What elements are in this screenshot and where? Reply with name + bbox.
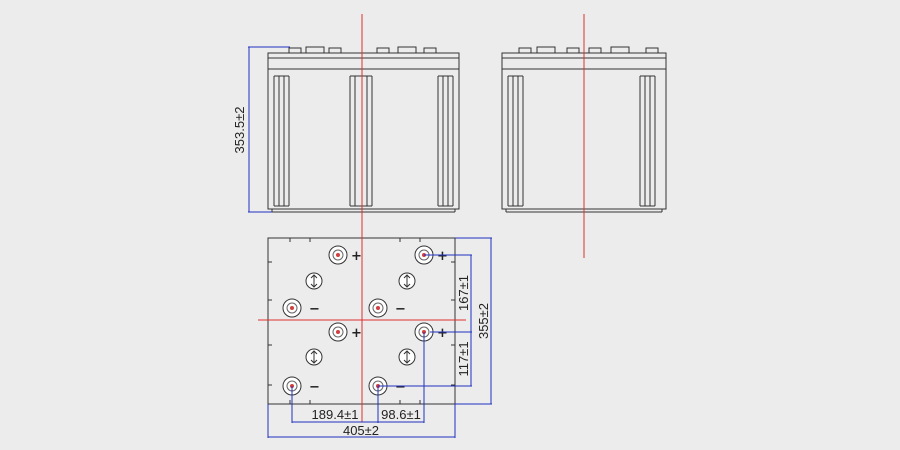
side-terminal-bump (536, 46, 556, 54)
height-dimension-label: 353.5±2 (232, 107, 247, 154)
front-terminal-bump (305, 46, 325, 54)
depth-dimension-label: 355±2 (476, 303, 491, 339)
vent-caps (305, 272, 416, 366)
front-view (267, 46, 460, 213)
terminal-positive (328, 245, 348, 265)
front-terminal-bump (397, 46, 417, 54)
terminal-negative (282, 298, 302, 318)
side-terminal-bump (645, 47, 659, 54)
side-terminal-bump (566, 47, 580, 54)
top-view-edge-ticks (268, 238, 455, 404)
polarity-minus: − (395, 302, 406, 317)
front-terminal-bump (288, 47, 302, 54)
centerlines (258, 14, 585, 422)
side-terminal-bump (610, 46, 630, 54)
side-terminal-bump (588, 47, 602, 54)
vent-cap-icon (398, 272, 416, 290)
polarity-plus: + (351, 326, 362, 341)
pole-spacing-lower-label: 117±1 (456, 341, 471, 376)
vent-cap-icon (305, 272, 323, 290)
pole-spacing-x1-label: 189.4±1 (312, 407, 359, 422)
width-dimension-label: 405±2 (343, 423, 379, 438)
polarity-plus: + (437, 326, 448, 341)
polarity-minus: − (309, 302, 320, 317)
front-lid (267, 52, 460, 70)
polarity-plus: + (437, 249, 448, 264)
front-terminal-bump (423, 47, 437, 54)
pole-spacing-upper-label: 167±1 (456, 275, 471, 311)
vent-cap-icon (305, 348, 323, 366)
front-body (267, 68, 460, 210)
terminal-negative (368, 298, 388, 318)
front-terminal-bump (328, 47, 342, 54)
terminal-positive (328, 322, 348, 342)
dimension-lines (248, 46, 492, 438)
side-terminal-bump (518, 47, 532, 54)
polarity-minus: − (309, 380, 320, 395)
side-view (501, 46, 667, 213)
polarity-minus: − (395, 380, 406, 395)
pole-spacing-x2-label: 98.6±1 (381, 407, 421, 422)
front-terminal-bump (376, 47, 390, 54)
polarity-plus: + (351, 249, 362, 264)
vent-cap-icon (398, 348, 416, 366)
